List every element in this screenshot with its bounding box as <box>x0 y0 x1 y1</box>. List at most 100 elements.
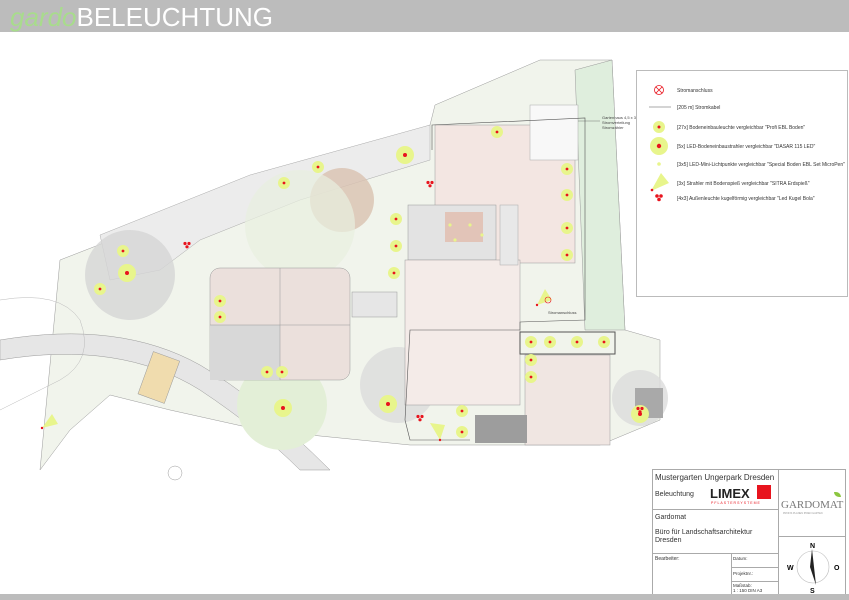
ball-light-icon <box>426 180 430 185</box>
ground-light-core <box>548 340 552 344</box>
footer-bar <box>0 594 849 600</box>
ground-light-core <box>460 409 464 413</box>
ball-light-icon <box>416 414 420 419</box>
mini-light-point-icon <box>468 223 472 227</box>
legend-item: [3x] Strahler mit Bodenspieß vergleichba… <box>637 171 847 195</box>
led-ground-spot-core <box>281 406 285 410</box>
outline-left <box>0 297 85 411</box>
cable-line-icon <box>649 106 671 108</box>
ball-light-icon <box>428 184 432 188</box>
light-markers <box>40 126 649 442</box>
led-ground-spot-core <box>125 271 129 275</box>
led-ground-spot-core <box>386 402 390 406</box>
legend-item: [4x3] Außenleuchte kugelförmig vergleich… <box>637 189 847 209</box>
power-connection-icon <box>544 296 552 304</box>
page-title: gardoBELEUCHTUNG <box>10 2 273 32</box>
ground-light-core <box>565 226 569 230</box>
ground-light-core <box>394 217 398 221</box>
ground-light-core <box>495 130 499 134</box>
compass-w: W <box>787 565 794 572</box>
meta-cells <box>731 553 779 595</box>
datum-label: Datum: <box>733 556 748 561</box>
limex-logo-mark <box>757 485 771 499</box>
ball-light-icon <box>183 241 187 246</box>
label-stromverteilung: Stromverteilung <box>602 120 630 125</box>
stairs <box>475 415 527 443</box>
divider <box>778 536 845 537</box>
legend-item: [27x] Bodeneinbauleuchte vergleichbar "P… <box>637 118 847 138</box>
ground-light-core <box>602 340 606 344</box>
projektnr-label: Projektnr.: <box>733 571 754 576</box>
ground-light-core <box>265 370 269 374</box>
garden-plan: Gartenhaus 4,5 x 3 Stromverteilung Strom… <box>0 59 668 481</box>
gardomat-logo: GARDOMAT <box>781 499 844 511</box>
legend-item: Stromanschluss <box>637 81 847 101</box>
spotlight-base <box>40 426 44 430</box>
wooden-bridge <box>137 351 181 404</box>
power-connection-icon <box>654 85 664 95</box>
divider <box>731 567 778 568</box>
ground-light-core <box>98 287 102 291</box>
deck-inner <box>445 212 483 242</box>
ground-light-core <box>394 244 398 248</box>
ground-light-core <box>218 299 222 303</box>
ball-light-icon <box>420 414 424 419</box>
spotlight-icon <box>650 173 669 192</box>
ground-light-core <box>565 253 569 257</box>
legend: Stromanschluss [205 m] Stromkabel [27x] … <box>636 70 848 297</box>
compass-o: O <box>834 565 840 572</box>
ground-light-core <box>529 358 533 362</box>
ball-light-icon <box>655 194 663 202</box>
bearbeiter-label: Bearbeiter: <box>655 556 680 562</box>
ground-light-core <box>529 340 533 344</box>
title-block-left <box>653 470 779 595</box>
spotlight-icon <box>537 289 552 305</box>
ground-light-core <box>392 271 396 275</box>
manhole <box>167 465 183 481</box>
divider <box>731 581 778 582</box>
ground-light-core <box>575 340 579 344</box>
ground-light-core <box>316 165 320 169</box>
spotlight-base <box>438 438 442 442</box>
divider <box>653 509 778 510</box>
lawn-right <box>574 59 626 331</box>
lower-paving <box>524 354 611 446</box>
ground-light-core <box>565 167 569 171</box>
legend-item: [5x] LED-Bodeneinbaustrahler vergleichba… <box>637 135 847 159</box>
ground-light-core <box>280 370 284 374</box>
ball-light-icon <box>636 406 640 411</box>
spotlight-icon <box>42 414 58 428</box>
header-bar: gardoBELEUCHTUNG <box>0 0 849 32</box>
compass-rose-icon: N S W O <box>787 543 840 595</box>
mini-light-point-icon <box>453 238 457 242</box>
limex-subtitle: PFLASTERSYSTEME <box>711 501 761 505</box>
ground-light-core <box>460 430 464 434</box>
limex-logo: LIMEX <box>710 486 750 501</box>
office-name: Büro für Landschaftsarchitektur <box>655 529 753 536</box>
massstab-label: Maßstab: <box>733 583 752 588</box>
spotlight-base <box>535 303 539 307</box>
label-gartenhaus: Gartenhaus 4,5 x 3 <box>602 115 637 120</box>
mini-light-point-icon <box>448 223 452 227</box>
ball-light-icon <box>638 410 642 414</box>
project-name: Mustergarten Ungerpark Dresden <box>655 473 775 482</box>
ground-light-core <box>121 249 125 253</box>
ground-light-core <box>282 181 286 185</box>
leaf-icon <box>834 492 841 497</box>
legend-item: [3x5] LED-Mini-Lichtpunkte vergleichbar … <box>637 155 847 175</box>
divider <box>653 553 778 554</box>
main-paving <box>404 259 521 406</box>
label-stromzaehler: Stromzähler <box>602 125 624 130</box>
bench <box>351 291 398 318</box>
office-city: Dresden <box>655 537 682 544</box>
mini-light-point-icon <box>657 162 661 166</box>
pergola <box>519 331 616 355</box>
client-name: Gardomat <box>655 514 687 521</box>
legend-item: [205 m] Stromkabel <box>637 98 847 118</box>
massstab-value: 1 : 150 DIN A3 <box>733 588 763 593</box>
gardomat-tagline: PROFIS PLANEN IHREN GARTEN <box>783 512 823 515</box>
ball-light-icon <box>640 406 644 411</box>
gartenhaus <box>529 104 579 161</box>
mini-light-point-icon <box>480 233 484 237</box>
ground-light-core <box>565 193 569 197</box>
